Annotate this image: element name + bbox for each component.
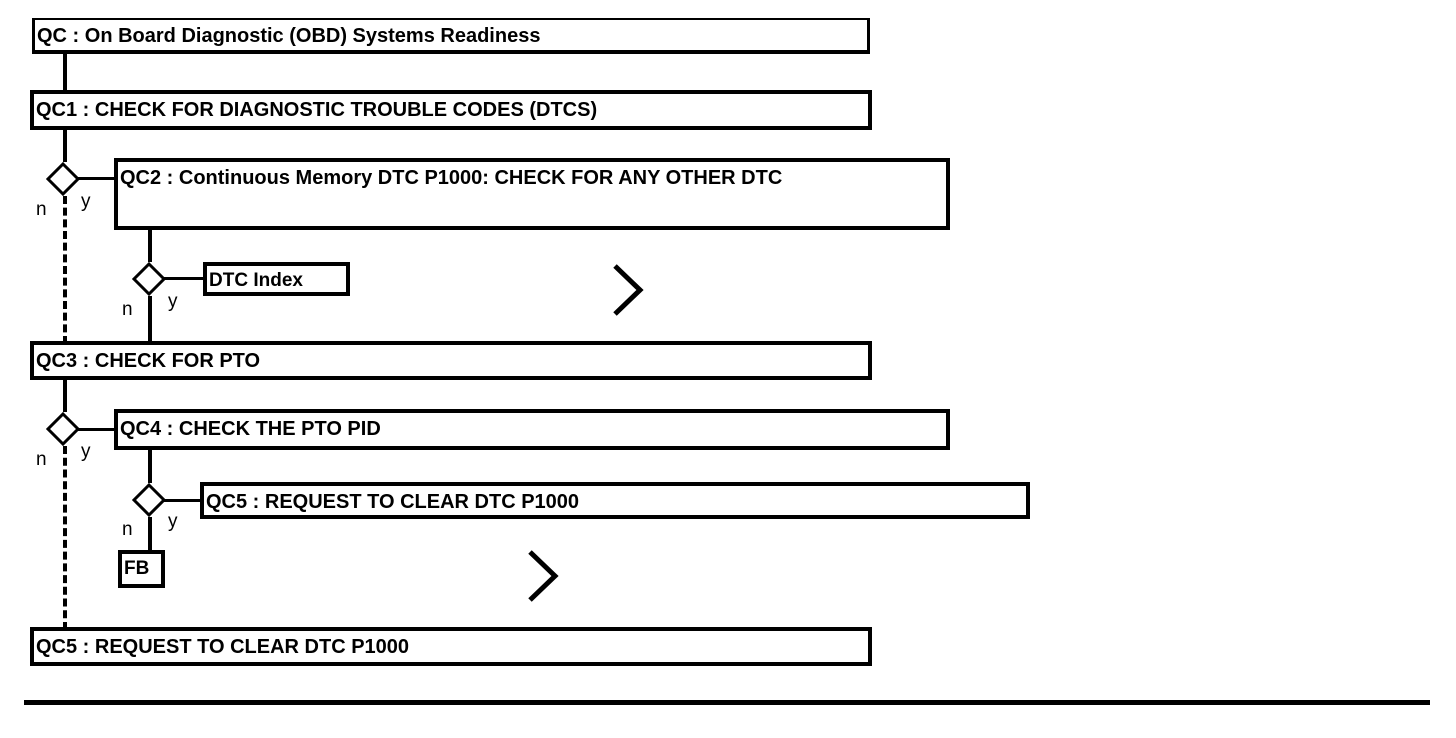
node-qc3[interactable]: QC3 : CHECK FOR PTO [30, 341, 872, 380]
node-qc5-branch-label: QC5 : REQUEST TO CLEAR DTC P1000 [206, 491, 580, 513]
node-fb-label: FB [124, 558, 150, 579]
decision-1-yes-label: y [81, 191, 91, 212]
decision-diamond-2[interactable] [132, 262, 166, 296]
connector-decision1-no-to-qc3 [63, 196, 67, 344]
connector-qc2-to-decision2 [148, 228, 152, 262]
connector-decision3-yes-to-qc4 [78, 428, 118, 431]
connector-decision3-no-to-qc5 [63, 446, 67, 630]
node-qc3-label: QC3 : CHECK FOR PTO [36, 350, 261, 372]
decision-3-yes-label: y [81, 441, 91, 462]
connector-decision4-no-to-fb [148, 517, 152, 555]
node-qc1-label: QC1 : CHECK FOR DIAGNOSTIC TROUBLE CODES… [36, 99, 598, 121]
node-fb[interactable]: FB [118, 550, 165, 588]
connector-qc4-to-decision4 [148, 448, 152, 483]
decision-2-no-label: n [122, 299, 133, 320]
footer-divider [24, 700, 1430, 705]
chevron-right-icon-1 [610, 262, 648, 318]
node-qc-label: QC : On Board Diagnostic (OBD) Systems R… [37, 25, 541, 47]
chevron-right-icon-2 [525, 548, 563, 604]
decision-4-yes-label: y [168, 511, 178, 532]
connector-decision4-yes-to-qc5branch [164, 499, 206, 502]
decision-diamond-3[interactable] [46, 412, 80, 446]
connector-qc-to-qc1 [63, 54, 67, 92]
node-qc5-main[interactable]: QC5 : REQUEST TO CLEAR DTC P1000 [30, 627, 872, 666]
node-qc[interactable]: QC : On Board Diagnostic (OBD) Systems R… [32, 18, 870, 54]
node-qc5-main-label: QC5 : REQUEST TO CLEAR DTC P1000 [36, 636, 410, 658]
connector-decision2-yes-to-dtc-index [164, 277, 206, 280]
decision-1-no-label: n [36, 199, 47, 220]
decision-2-yes-label: y [168, 291, 178, 312]
node-dtc-index[interactable]: DTC Index [203, 262, 350, 296]
connector-decision1-yes-to-qc2 [78, 177, 118, 180]
node-qc4[interactable]: QC4 : CHECK THE PTO PID [114, 409, 950, 450]
node-qc2[interactable]: QC2 : Continuous Memory DTC P1000: CHECK… [114, 158, 950, 230]
node-qc1[interactable]: QC1 : CHECK FOR DIAGNOSTIC TROUBLE CODES… [30, 90, 872, 130]
connector-qc3-to-decision3 [63, 378, 67, 412]
node-qc2-label: QC2 : Continuous Memory DTC P1000: CHECK… [120, 167, 783, 189]
connector-decision2-no-to-qc3 [148, 296, 152, 344]
decision-3-no-label: n [36, 449, 47, 470]
connector-qc1-to-decision1 [63, 128, 67, 162]
node-qc4-label: QC4 : CHECK THE PTO PID [120, 418, 381, 440]
decision-diamond-1[interactable] [46, 162, 80, 196]
decision-diamond-4[interactable] [132, 483, 166, 517]
node-qc5-branch[interactable]: QC5 : REQUEST TO CLEAR DTC P1000 [200, 482, 1030, 519]
node-dtc-index-label: DTC Index [209, 270, 303, 291]
decision-4-no-label: n [122, 519, 133, 540]
